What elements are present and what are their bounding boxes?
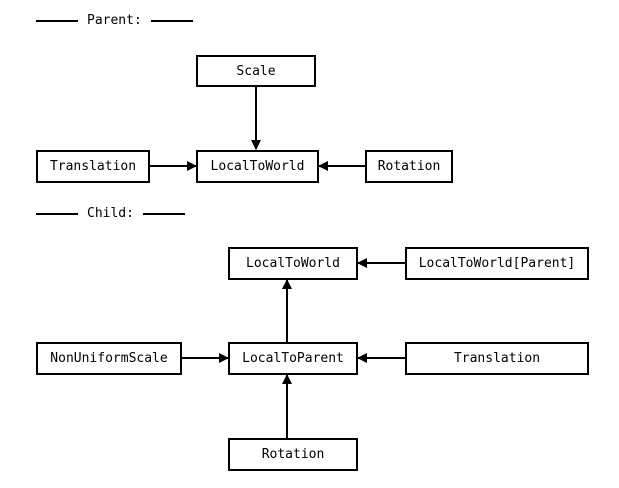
header-rule-left [36, 212, 78, 215]
child-localtoworld-parent-node: LocalToWorld[Parent] [405, 247, 589, 280]
header-rule-left [36, 19, 78, 22]
child-nonuniformscale-node: NonUniformScale [36, 342, 182, 375]
section-parent-header: Parent: [36, 13, 193, 28]
header-rule-right [142, 212, 185, 215]
child-localtoparent-node: LocalToParent [228, 342, 358, 375]
child-localtoworld-node: LocalToWorld [228, 247, 358, 280]
parent-translation-node: Translation [36, 150, 150, 183]
header-rule-right [150, 19, 193, 22]
parent-rotation-node: Rotation [365, 150, 453, 183]
parent-scale-node: Scale [196, 55, 316, 87]
section-child-label: Child: [87, 206, 134, 221]
child-rotation-node: Rotation [228, 438, 358, 471]
section-parent-label: Parent: [87, 13, 142, 28]
child-translation-node: Translation [405, 342, 589, 375]
parent-localtoworld-node: LocalToWorld [196, 150, 319, 183]
section-child-header: Child: [36, 206, 185, 221]
